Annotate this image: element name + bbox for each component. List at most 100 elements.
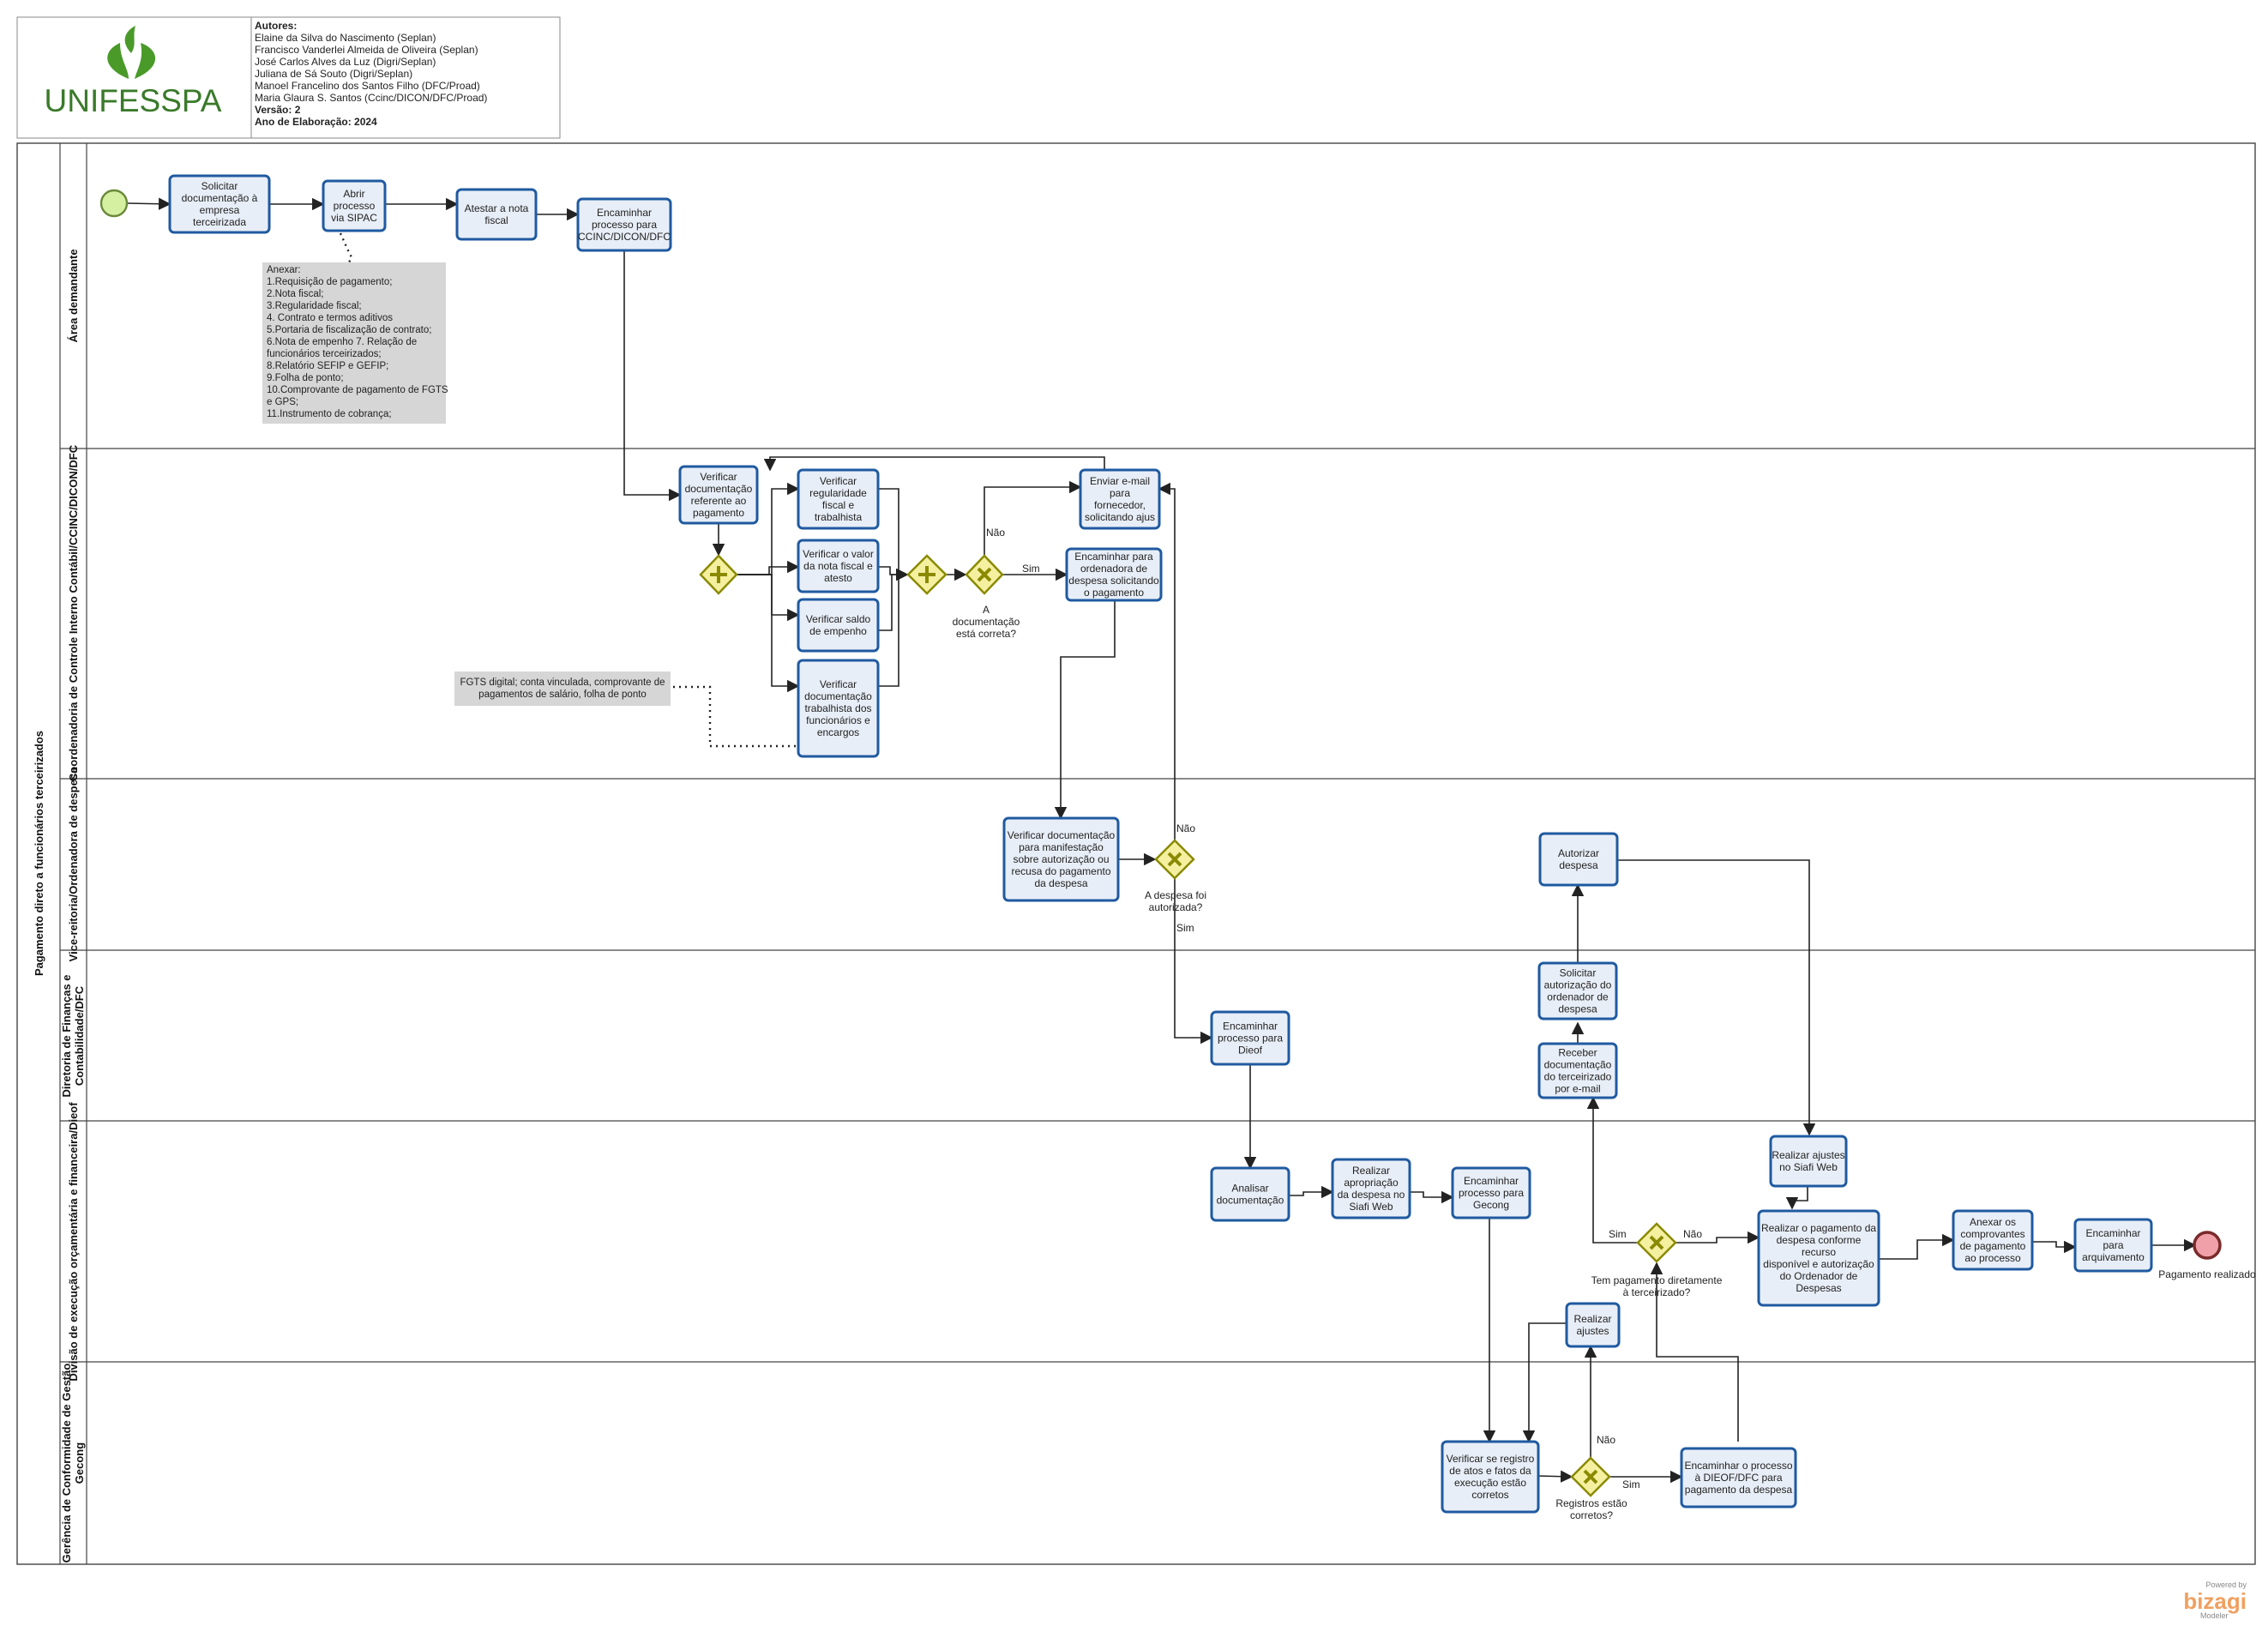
parallel-gateway-join[interactable] [906,554,948,595]
task-label: o pagamento [1084,587,1144,599]
task-label: Verificar saldo [806,613,871,625]
sequence-flows [126,197,2197,1484]
task-label: referente ao [691,495,747,507]
task-label: Dieof [1238,1045,1263,1057]
task-label: processo para [1218,1033,1283,1045]
task-label: Verificar [820,475,857,487]
task-label: Realizar [1573,1313,1611,1325]
task-label: Verificar [700,471,737,483]
gateway-pagamento-direto[interactable] [1636,1222,1677,1263]
annotation-fgts: FGTS digital; conta vinculada, comprovan… [454,671,671,706]
task-label: Encaminhar o processo [1684,1460,1792,1472]
task-label: Realizar [1352,1165,1390,1177]
parallel-gateway-split[interactable] [699,554,738,595]
task-label: Encaminhar [1223,1021,1278,1033]
svg-text:3.Regularidade fiscal;: 3.Regularidade fiscal; [267,301,362,311]
flow-label-sim: Sim [1022,563,1040,575]
author-line: Maria Glaura S. Santos (Ccinc/DICON/DFC/… [255,92,487,104]
task-label: no Siafi Web [1779,1161,1838,1173]
task-label: Despesas [1796,1282,1841,1294]
task-label: Verificar o valor [803,548,874,560]
svg-text:2.Nota fiscal;: 2.Nota fiscal; [267,289,323,299]
task-label: ordenadora de [1080,563,1147,575]
task-label: despesa [1558,1003,1597,1015]
start-event[interactable] [99,189,129,218]
task-label: de atos e fatos da [1449,1465,1531,1477]
gateway-label: documentação [953,616,1020,628]
task-label: arquivamento [2082,1251,2145,1263]
task-label: recurso [1802,1246,1836,1258]
gateway-label: à terceirizado? [1623,1286,1691,1298]
gateway-label: está correta? [956,628,1016,640]
task-label: trabalhista dos [804,702,871,714]
flow-label-nao: Não [1176,822,1195,834]
task-label: ordenador de [1547,991,1609,1003]
task-label: da nota fiscal e [803,560,873,572]
svg-text:6.Nota de empenho 7. Relação d: 6.Nota de empenho 7. Relação de [267,337,417,347]
gateway-registros[interactable] [1570,1456,1611,1497]
task-label: sobre autorização ou [1013,853,1109,865]
task-enviar-email[interactable]: Enviar e-mailparafornecedor,solicitando … [1079,468,1161,530]
task-label: Receber [1558,1047,1597,1059]
task-label: despesa conforme [1777,1234,1862,1246]
task-label: apropriação [1344,1177,1399,1189]
task-label: documentação [1217,1195,1284,1207]
svg-text:8.Relatório SEFIP e GEFIP;: 8.Relatório SEFIP e GEFIP; [267,361,388,371]
task-label: de empenho [809,625,867,637]
task-label: documentação [1544,1059,1612,1071]
lane-title-dieof: Divisão de execução orçamentária e finan… [67,1102,80,1382]
svg-text:4. Contrato e termos aditivos: 4. Contrato e termos aditivos [267,313,393,323]
lane-title-dfc-line2: Contabilidade/DFC [73,985,86,1086]
lane-title-vice-reitoria: Vice-reitoria/Ordenadora de despesa [67,767,80,961]
flow-label-sim: Sim [1622,1478,1640,1490]
task-label: Anexar os [1970,1216,2016,1228]
task-label: atesto [824,572,852,584]
gateway-despesa-autorizada[interactable] [1154,839,1195,880]
end-event[interactable] [2193,1231,2222,1260]
task-label: de pagamento [1960,1240,2026,1252]
gateway-doc-correta[interactable] [965,554,1004,595]
bizagi-watermark: Powered by bizagi Modeler [2183,1581,2247,1620]
year-label: Ano de Elaboração: 2024 [255,116,377,128]
gateway-label: A despesa foi [1145,889,1206,901]
gateway-label: Registros estão [1555,1497,1627,1509]
author-line: Elaine da Silva do Nascimento (Seplan) [255,32,436,44]
task-label: processo [334,200,376,212]
task-label: documentação à [182,192,258,204]
task-label: Solicitar [202,180,238,192]
authors-title: Autores: [255,20,297,32]
task-label: processo para [592,219,657,231]
logo-text: UNIFESSPA [45,83,222,118]
svg-text:funcionários terceirizados;: funcionários terceirizados; [267,349,382,359]
flow-label-sim: Sim [1609,1228,1627,1240]
task-label: Realizar o pagamento da [1761,1222,1876,1234]
task-label: documentação [804,690,872,702]
task-label: Abrir [343,188,364,200]
flow-label-nao: Não [986,527,1005,539]
